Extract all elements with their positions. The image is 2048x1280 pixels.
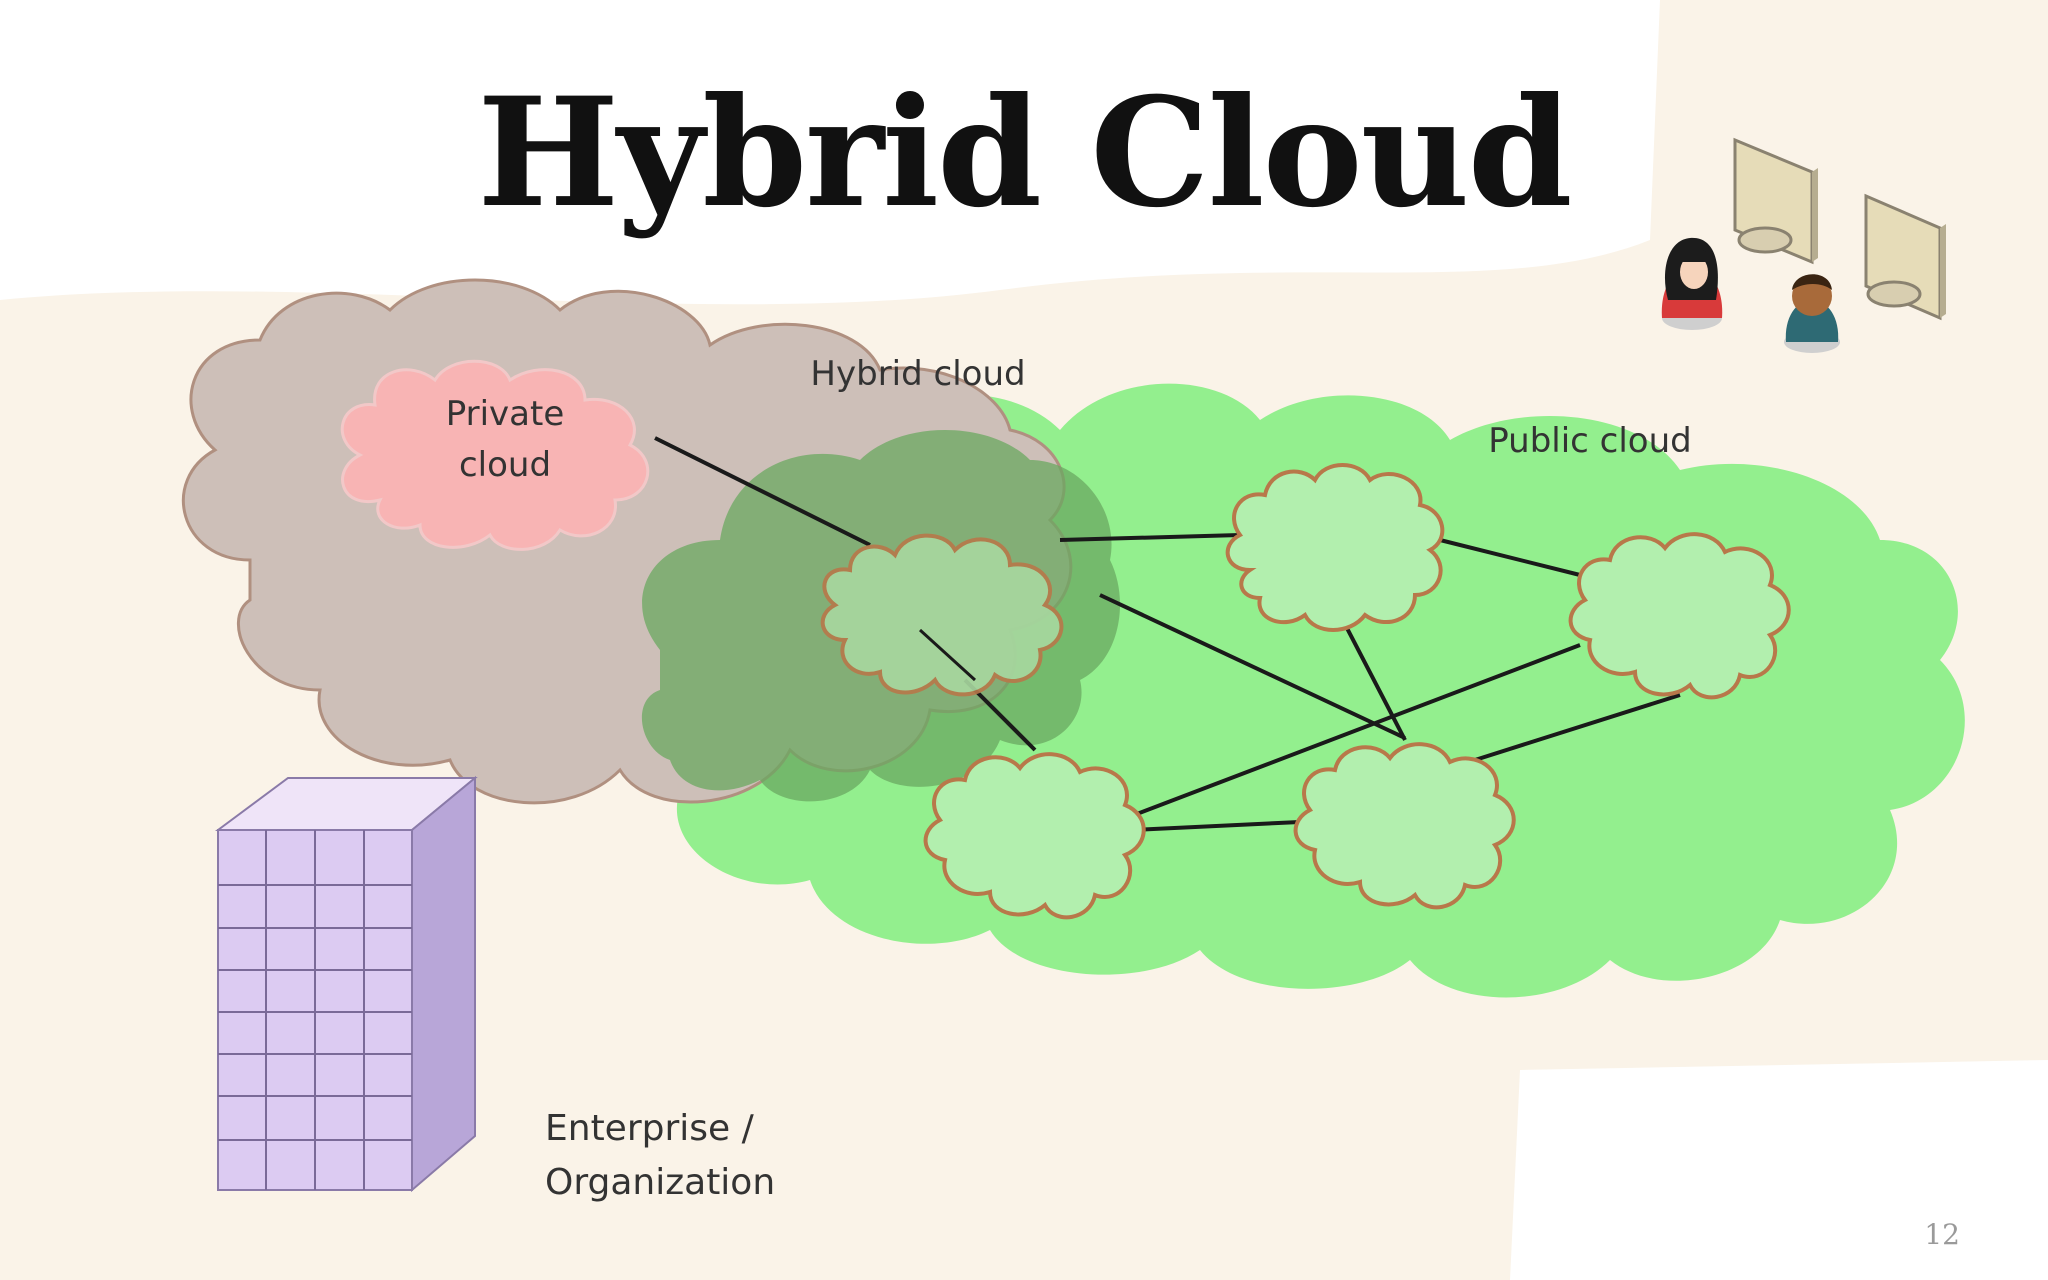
page-title: Hybrid Cloud (477, 65, 1572, 241)
network-connections (654, 436, 1681, 832)
office-building-icon (214, 775, 478, 1193)
monitor-icon (1733, 137, 1818, 265)
woman-user-icon (1661, 237, 1723, 330)
connection-line (1439, 538, 1581, 577)
public-cloud-label: Public cloud (1488, 421, 1692, 461)
connection-line (918, 628, 977, 682)
private-cloud-shape (340, 359, 650, 551)
connection-line (1099, 593, 1406, 740)
cloud-node (820, 533, 1064, 697)
connection-line (1131, 820, 1301, 832)
connection-line (654, 436, 871, 547)
hybrid-cloud-label: Hybrid cloud (810, 354, 1025, 394)
cloud-node (923, 752, 1146, 920)
enterprise-label-line1: Enterprise / (545, 1108, 755, 1149)
cloud-node (1225, 463, 1445, 632)
cloud-nodes (820, 463, 1791, 920)
connection-line (1059, 533, 1241, 542)
connection-line (1474, 693, 1681, 762)
cloud-node (1568, 532, 1791, 700)
page-number: 12 (1924, 1218, 1960, 1251)
private-cloud-label-line1: Private (446, 394, 565, 434)
enterprise-label-line2: Organization (545, 1162, 775, 1203)
cloud-node (1293, 742, 1516, 910)
monitor-icon (1864, 193, 1946, 321)
man-user-icon (1784, 274, 1840, 353)
connection-line (1107, 643, 1581, 827)
private-cloud-label-line2: cloud (459, 445, 551, 485)
